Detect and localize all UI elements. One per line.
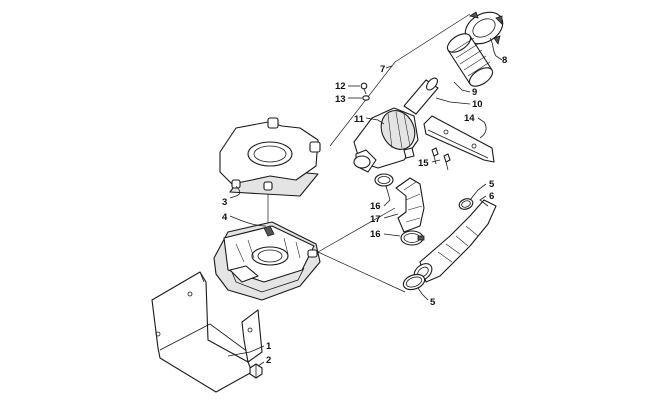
part-5-clamp-lower xyxy=(402,273,426,291)
part-3-cover-plate xyxy=(219,117,321,197)
callout-11: 11 xyxy=(354,114,365,125)
callout-16-lower: 16 xyxy=(370,229,381,240)
callout-13: 13 xyxy=(335,94,346,105)
callout-1: 1 xyxy=(266,341,272,352)
part-10-inner-tube xyxy=(403,77,439,115)
callout-6: 6 xyxy=(489,191,494,202)
part-14-mount-bracket xyxy=(423,115,495,163)
callout-16-upper: 16 xyxy=(370,201,381,212)
part-16-clamp-lower xyxy=(400,230,425,246)
part-13-washer xyxy=(362,95,370,101)
callout-labels: 1 2 3 4 5 5 6 7 8 9 10 11 12 13 14 15 16… xyxy=(222,55,507,366)
callout-7: 7 xyxy=(380,64,385,75)
callout-12: 12 xyxy=(335,81,346,92)
part-4-airbox-base xyxy=(213,221,321,301)
callout-17: 17 xyxy=(370,214,381,225)
part-5-clamp-upper xyxy=(458,198,474,210)
part-2-fastener xyxy=(249,363,263,379)
callout-8: 8 xyxy=(502,55,507,66)
callout-15: 15 xyxy=(418,158,429,169)
callout-10: 10 xyxy=(472,99,483,110)
part-17-elbow-hose xyxy=(395,177,425,233)
callout-9: 9 xyxy=(472,87,477,98)
callout-3: 3 xyxy=(222,197,227,208)
part-9-filter-element xyxy=(446,33,494,87)
callout-2: 2 xyxy=(266,355,271,366)
part-12-screw xyxy=(360,82,368,95)
callout-4: 4 xyxy=(222,212,228,223)
part-15-bolts xyxy=(431,147,451,171)
callout-5-lower: 5 xyxy=(430,297,436,308)
callout-leaders xyxy=(227,37,503,367)
callout-5-upper: 5 xyxy=(489,179,495,190)
part-16-clamp-upper xyxy=(374,173,394,187)
part-11-cleaner-housing xyxy=(353,107,419,173)
callout-14: 14 xyxy=(464,113,475,124)
part-6-intake-duct xyxy=(413,199,497,283)
